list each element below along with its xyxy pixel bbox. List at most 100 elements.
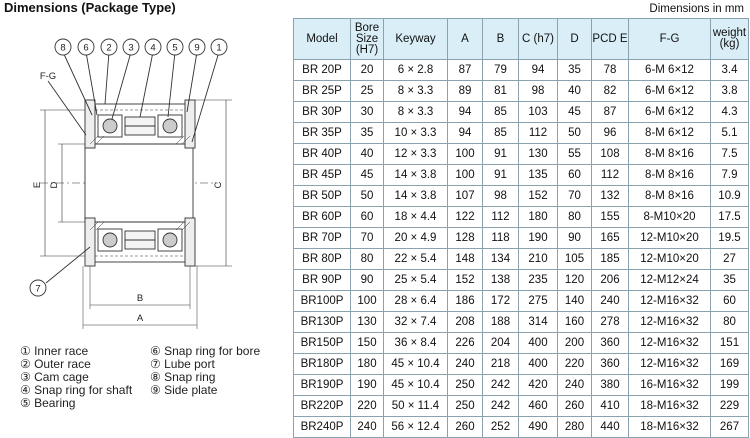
table-cell: 60 xyxy=(350,206,384,228)
table-cell: 112 xyxy=(591,164,629,186)
table-cell: 16-M16×32 xyxy=(628,374,711,396)
table-cell: 130 xyxy=(518,143,558,165)
legend-item: ① Inner race xyxy=(20,344,89,358)
legend-item: ③ Cam cage xyxy=(20,370,89,384)
table-cell: 180 xyxy=(518,206,558,228)
table-cell: 250 xyxy=(447,374,483,396)
model-cell: BR 70P xyxy=(293,227,351,249)
table-cell: 12-M12×24 xyxy=(628,269,711,291)
table-cell: 8 × 3.3 xyxy=(383,101,448,123)
table-cell: 160 xyxy=(557,311,592,333)
callout-8: 8 xyxy=(60,43,65,54)
table-cell: 7.9 xyxy=(710,164,749,186)
label-e: E xyxy=(32,182,43,188)
table-cell: 81 xyxy=(482,80,519,102)
table-cell: 85 xyxy=(482,122,519,144)
table-cell: 267 xyxy=(710,416,749,438)
table-cell: 80 xyxy=(557,206,592,228)
legend-item: ⑤ Bearing xyxy=(20,396,76,410)
table-cell: 199 xyxy=(710,374,749,396)
table-cell: 89 xyxy=(447,80,483,102)
table-cell: 105 xyxy=(557,248,592,270)
legend-item: ⑨ Side plate xyxy=(150,383,218,397)
table-cell: 98 xyxy=(482,185,519,207)
table-cell: 10.9 xyxy=(710,185,749,207)
table-cell: 210 xyxy=(518,248,558,270)
table-cell: 107 xyxy=(447,185,483,207)
column-header: Keyway xyxy=(383,18,448,60)
table-cell: 360 xyxy=(591,332,629,354)
table-cell: 12-M16×32 xyxy=(628,311,711,333)
table-cell: 96 xyxy=(591,122,629,144)
label-d: D xyxy=(49,181,60,188)
table-cell: 35 xyxy=(350,122,384,144)
table-cell: 8-M 6×12 xyxy=(628,122,711,144)
table-cell: 220 xyxy=(557,353,592,375)
model-cell: BR130P xyxy=(293,311,351,333)
table-cell: 12-M16×32 xyxy=(628,353,711,375)
table-cell: 27 xyxy=(710,248,749,270)
table-cell: 155 xyxy=(591,206,629,228)
table-cell: 220 xyxy=(350,395,384,417)
table-cell: 242 xyxy=(482,374,519,396)
table-cell: 135 xyxy=(518,164,558,186)
label-a: A xyxy=(137,313,144,324)
table-cell: 208 xyxy=(447,311,483,333)
label-fg: F-G xyxy=(40,71,56,82)
model-cell: BR 20P xyxy=(293,59,351,81)
callout-1: 1 xyxy=(216,43,221,54)
table-cell: 5.1 xyxy=(710,122,749,144)
table-cell: 36 × 8.4 xyxy=(383,332,448,354)
table-cell: 78 xyxy=(591,59,629,81)
table-cell: 45 xyxy=(350,164,384,186)
table-cell: 6-M 6×12 xyxy=(628,59,711,81)
table-cell: 165 xyxy=(591,227,629,249)
table-cell: 8-M10×20 xyxy=(628,206,711,228)
table-cell: 50 xyxy=(557,122,592,144)
table-cell: 275 xyxy=(518,290,558,312)
page-title: Dimensions (Package Type) xyxy=(4,0,176,15)
column-header: weight (kg) xyxy=(710,18,749,60)
table-cell: 122 xyxy=(447,206,483,228)
table-cell: 91 xyxy=(482,143,519,165)
model-cell: BR180P xyxy=(293,353,351,375)
table-cell: 18-M16×32 xyxy=(628,395,711,417)
table-cell: 240 xyxy=(447,353,483,375)
label-b: B xyxy=(137,293,143,304)
table-cell: 240 xyxy=(591,290,629,312)
table-cell: 91 xyxy=(482,164,519,186)
legend-item: ⑦ Lube port xyxy=(150,357,215,371)
table-cell: 80 xyxy=(350,248,384,270)
table-cell: 94 xyxy=(447,122,483,144)
bearing-drawing: 8 6 2 3 4 5 9 1 7 F-G B A E D C xyxy=(29,38,232,329)
table-cell: 6-M 6×12 xyxy=(628,80,711,102)
table-cell: 4.3 xyxy=(710,101,749,123)
table-cell: 400 xyxy=(518,332,558,354)
table-cell: 90 xyxy=(557,227,592,249)
table-cell: 229 xyxy=(710,395,749,417)
table-cell: 85 xyxy=(482,101,519,123)
column-header: Model xyxy=(293,18,351,60)
table-cell: 50 xyxy=(350,185,384,207)
table-cell: 140 xyxy=(557,290,592,312)
table-cell: 100 xyxy=(447,164,483,186)
callout-3: 3 xyxy=(128,43,133,54)
callout-7: 7 xyxy=(35,284,40,295)
table-cell: 12-M10×20 xyxy=(628,227,711,249)
table-cell: 14 × 3.8 xyxy=(383,185,448,207)
table-cell: 8 × 3.3 xyxy=(383,80,448,102)
table-cell: 152 xyxy=(447,269,483,291)
table-cell: 3.4 xyxy=(710,59,749,81)
table-cell: 151 xyxy=(710,332,749,354)
table-cell: 87 xyxy=(591,101,629,123)
callout-5: 5 xyxy=(172,43,177,54)
table-cell: 400 xyxy=(518,353,558,375)
table-cell: 100 xyxy=(350,290,384,312)
column-header: A xyxy=(447,18,483,60)
